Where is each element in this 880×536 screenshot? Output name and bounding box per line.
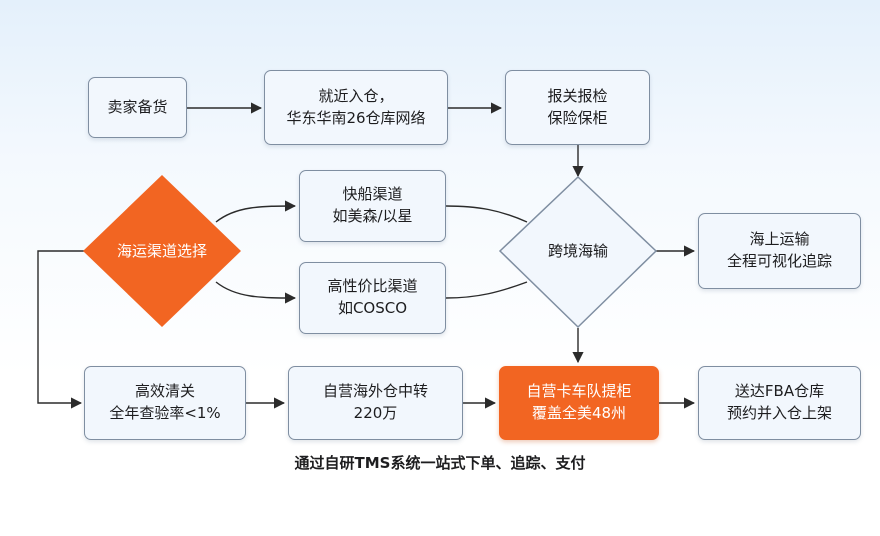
node-seller-stock: 卖家备货 xyxy=(88,77,187,138)
node-trucking-line1: 自营卡车队提柜 xyxy=(526,382,632,401)
curve-fast-to-crossborder xyxy=(445,205,528,223)
node-channel-select-label: 海运渠道选择 xyxy=(116,241,207,260)
curve-select-to-fast xyxy=(215,200,297,223)
node-warehouse-line1: 就近入仓， xyxy=(318,86,394,105)
node-cross-border: 跨境海输 xyxy=(510,236,646,266)
node-trucking-line2: 覆盖全美48州 xyxy=(531,404,627,422)
node-clearance: 高效清关 全年查验率<1% xyxy=(84,366,246,440)
node-fast-ship: 快船渠道 如美森/以星 xyxy=(299,170,446,242)
curve-select-to-value xyxy=(215,281,297,304)
node-overseas-warehouse-line2: 220万 xyxy=(353,404,398,422)
node-sea-transport-line2: 全程可视化追踪 xyxy=(726,252,832,270)
node-sea-transport: 海上运输 全程可视化追踪 xyxy=(698,213,861,289)
node-fast-ship-line2: 如美森/以星 xyxy=(332,207,413,225)
node-warehouse: 就近入仓， 华东华南26仓库网络 xyxy=(264,70,448,145)
node-customs-line2: 保险保柜 xyxy=(547,108,608,127)
node-value-channel: 高性价比渠道 如COSCO xyxy=(299,262,446,334)
cross-border-diamond xyxy=(498,175,658,329)
node-clearance-line1: 高效清关 xyxy=(134,382,195,401)
node-fba: 送达FBA仓库 预约并入仓上架 xyxy=(698,366,861,440)
node-value-channel-line2: 如COSCO xyxy=(337,299,408,317)
node-overseas-warehouse-line1: 自营海外仓中转 xyxy=(322,382,428,401)
node-seller-stock-label: 卖家备货 xyxy=(107,97,168,116)
node-fba-line2: 预约并入仓上架 xyxy=(726,404,832,422)
node-customs: 报关报检 保险保柜 xyxy=(505,70,650,145)
node-channel-select: 海运渠道选择 xyxy=(83,236,241,266)
node-sea-transport-line1: 海上运输 xyxy=(749,230,810,249)
node-trucking: 自营卡车队提柜 覆盖全美48州 xyxy=(499,366,659,440)
node-clearance-line2: 全年查验率<1% xyxy=(109,404,221,422)
curve-value-to-crossborder xyxy=(445,281,528,299)
node-fast-ship-line1: 快船渠道 xyxy=(342,185,403,204)
channel-select-diamond xyxy=(83,175,241,327)
diagram-caption: 通过自研TMS系统一站式下单、追踪、支付 xyxy=(294,454,586,472)
node-overseas-warehouse: 自营海外仓中转 220万 xyxy=(288,366,463,440)
node-customs-line1: 报关报检 xyxy=(547,86,608,105)
node-cross-border-label: 跨境海输 xyxy=(547,241,608,260)
node-fba-line1: 送达FBA仓库 xyxy=(734,382,825,401)
node-warehouse-line2: 华东华南26仓库网络 xyxy=(286,108,426,127)
node-value-channel-line1: 高性价比渠道 xyxy=(327,277,418,296)
line-select-to-clearance xyxy=(37,250,84,409)
